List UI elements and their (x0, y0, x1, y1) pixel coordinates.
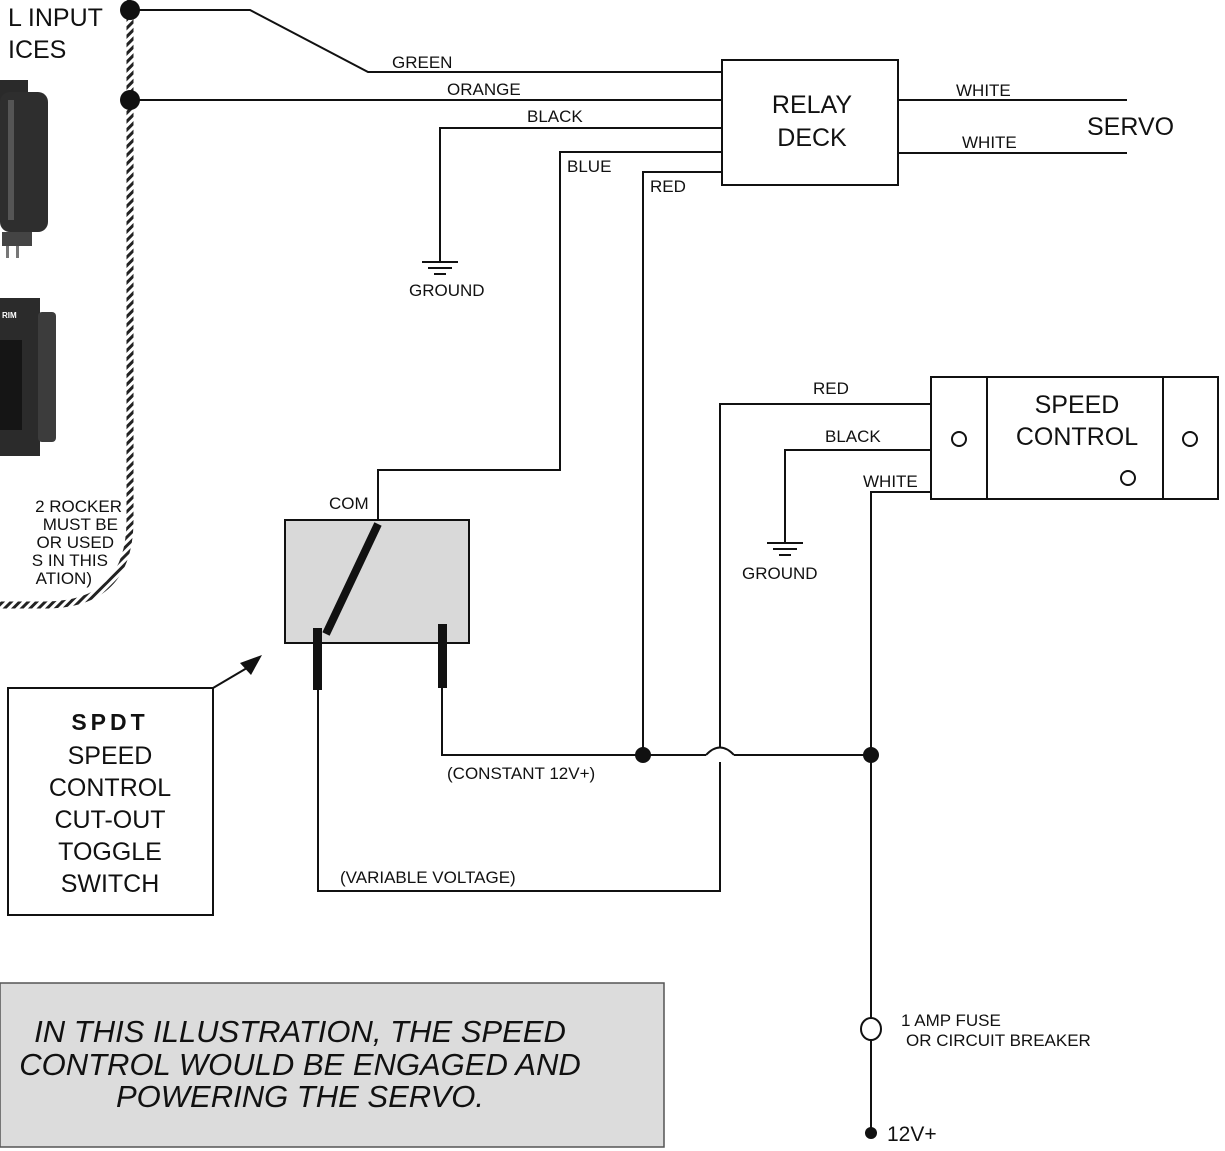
constant-wire-a (441, 688, 706, 756)
switch-body (284, 519, 470, 644)
wire-crossover (705, 746, 735, 756)
speed-control: SPEED CONTROL (930, 376, 1219, 500)
callout-box (7, 687, 214, 916)
black-wire-label: BLACK (527, 107, 583, 126)
servo-label: SERVO (1087, 113, 1174, 141)
spdt-toggle-switch: COM (284, 494, 470, 690)
panel-title-line1: L INPUT (8, 4, 103, 32)
white-wire-2-label: WHITE (962, 133, 1017, 152)
panel-border (0, 0, 134, 609)
sc-black-wire (784, 449, 931, 543)
red-wire-label: RED (650, 177, 686, 196)
servo-wires: WHITE WHITE SERVO (898, 81, 1174, 154)
panel-note-line2: MUST BE (43, 515, 118, 534)
junction-red (635, 747, 651, 763)
speed-control-line2: CONTROL (1016, 423, 1138, 451)
sc-red-label: RED (813, 379, 849, 398)
sc-red-wire (719, 403, 931, 748)
ground-symbol-2: GROUND (742, 542, 818, 583)
ground-label-2: GROUND (742, 564, 818, 583)
switch-lever (322, 522, 382, 636)
caption-line1: IN THIS ILLUSTRATION, THE SPEED (34, 1014, 566, 1049)
fuse-label-line1: 1 AMP FUSE (901, 1011, 1001, 1030)
orange-wire-label: ORANGE (447, 80, 521, 99)
fuse-and-power: 1 AMP FUSE OR CIRCUIT BREAKER 12V+ (860, 1011, 1091, 1146)
callout-line3: CUT-OUT (54, 806, 165, 834)
caption-line3: POWERING THE SERVO. (116, 1079, 484, 1114)
constant-12v-bus: (CONSTANT 12V+) (VARIABLE VOLTAGE) (340, 688, 879, 887)
red-wire (642, 171, 722, 752)
panel-title-line2: ICES (8, 36, 66, 64)
callout-bold-line: SPDT (71, 709, 148, 735)
black-wire (439, 127, 722, 262)
rocker-label: RIM (2, 311, 17, 320)
callout-line1: SPEED (68, 742, 153, 770)
ground-symbol-1: GROUND (409, 261, 485, 300)
green-wire (130, 9, 722, 73)
callout-line4: TOGGLE (58, 838, 162, 866)
switch-terminal-constant (438, 624, 447, 688)
adjust-hole (1120, 470, 1136, 486)
caption-background (0, 982, 665, 1148)
junction-white (863, 747, 879, 763)
joystick-device-image (0, 80, 48, 258)
power-terminal (865, 1127, 877, 1139)
rocker-switch-image: RIM (0, 298, 56, 456)
ground-label-1: GROUND (409, 281, 485, 300)
constant-voltage-label: (CONSTANT 12V+) (447, 764, 595, 783)
variable-voltage-label: (VARIABLE VOLTAGE) (340, 868, 516, 887)
white-wire-1-label: WHITE (956, 81, 1011, 100)
com-label: COM (329, 494, 369, 513)
power-label: 12V+ (887, 1123, 937, 1146)
fuse-symbol (860, 1017, 882, 1041)
relay-deck-line2: DECK (777, 124, 847, 152)
switch-terminal-variable (313, 628, 322, 690)
speed-control-wires: RED BLACK WHITE (317, 379, 931, 1019)
speed-control-box (930, 376, 1219, 500)
mount-hole-left (951, 431, 967, 447)
input-devices-panel: L INPUT ICES RIM 2 ROCKER MUST BE OR USE… (0, 0, 134, 609)
junction-green (120, 0, 140, 20)
fuse-label-line2: OR CIRCUIT BREAKER (906, 1031, 1091, 1050)
relay-input-wires: GREEN ORANGE BLACK BLUE RED (120, 0, 722, 752)
sc-white-wire (870, 491, 931, 1019)
relay-deck: RELAY DECK (721, 59, 899, 186)
relay-deck-box (721, 59, 899, 186)
panel-note-line4: S IN THIS (32, 551, 108, 570)
junction-orange (120, 90, 140, 110)
panel-note-line5: ATION) (36, 569, 92, 588)
green-wire-label: GREEN (392, 53, 452, 72)
spdt-callout: SPDT SPEED CONTROL CUT-OUT TOGGLE SWITCH (7, 655, 262, 916)
variable-voltage-wire (317, 690, 721, 892)
caption-line2: CONTROL WOULD BE ENGAGED AND (19, 1047, 581, 1082)
panel-note-line1: 2 ROCKER (35, 497, 122, 516)
mount-hole-right (1182, 431, 1198, 447)
caption-box: IN THIS ILLUSTRATION, THE SPEED CONTROL … (0, 982, 665, 1148)
speed-control-line1: SPEED (1035, 391, 1120, 419)
blue-wire (377, 151, 722, 520)
relay-deck-line1: RELAY (772, 91, 852, 119)
panel-note-line3: OR USED (37, 533, 114, 552)
callout-line2: CONTROL (49, 774, 171, 802)
sc-white-label: WHITE (863, 472, 918, 491)
callout-arrow-head (240, 655, 262, 675)
sc-black-label: BLACK (825, 427, 881, 446)
blue-wire-label: BLUE (567, 157, 611, 176)
callout-line5: SWITCH (61, 870, 160, 898)
